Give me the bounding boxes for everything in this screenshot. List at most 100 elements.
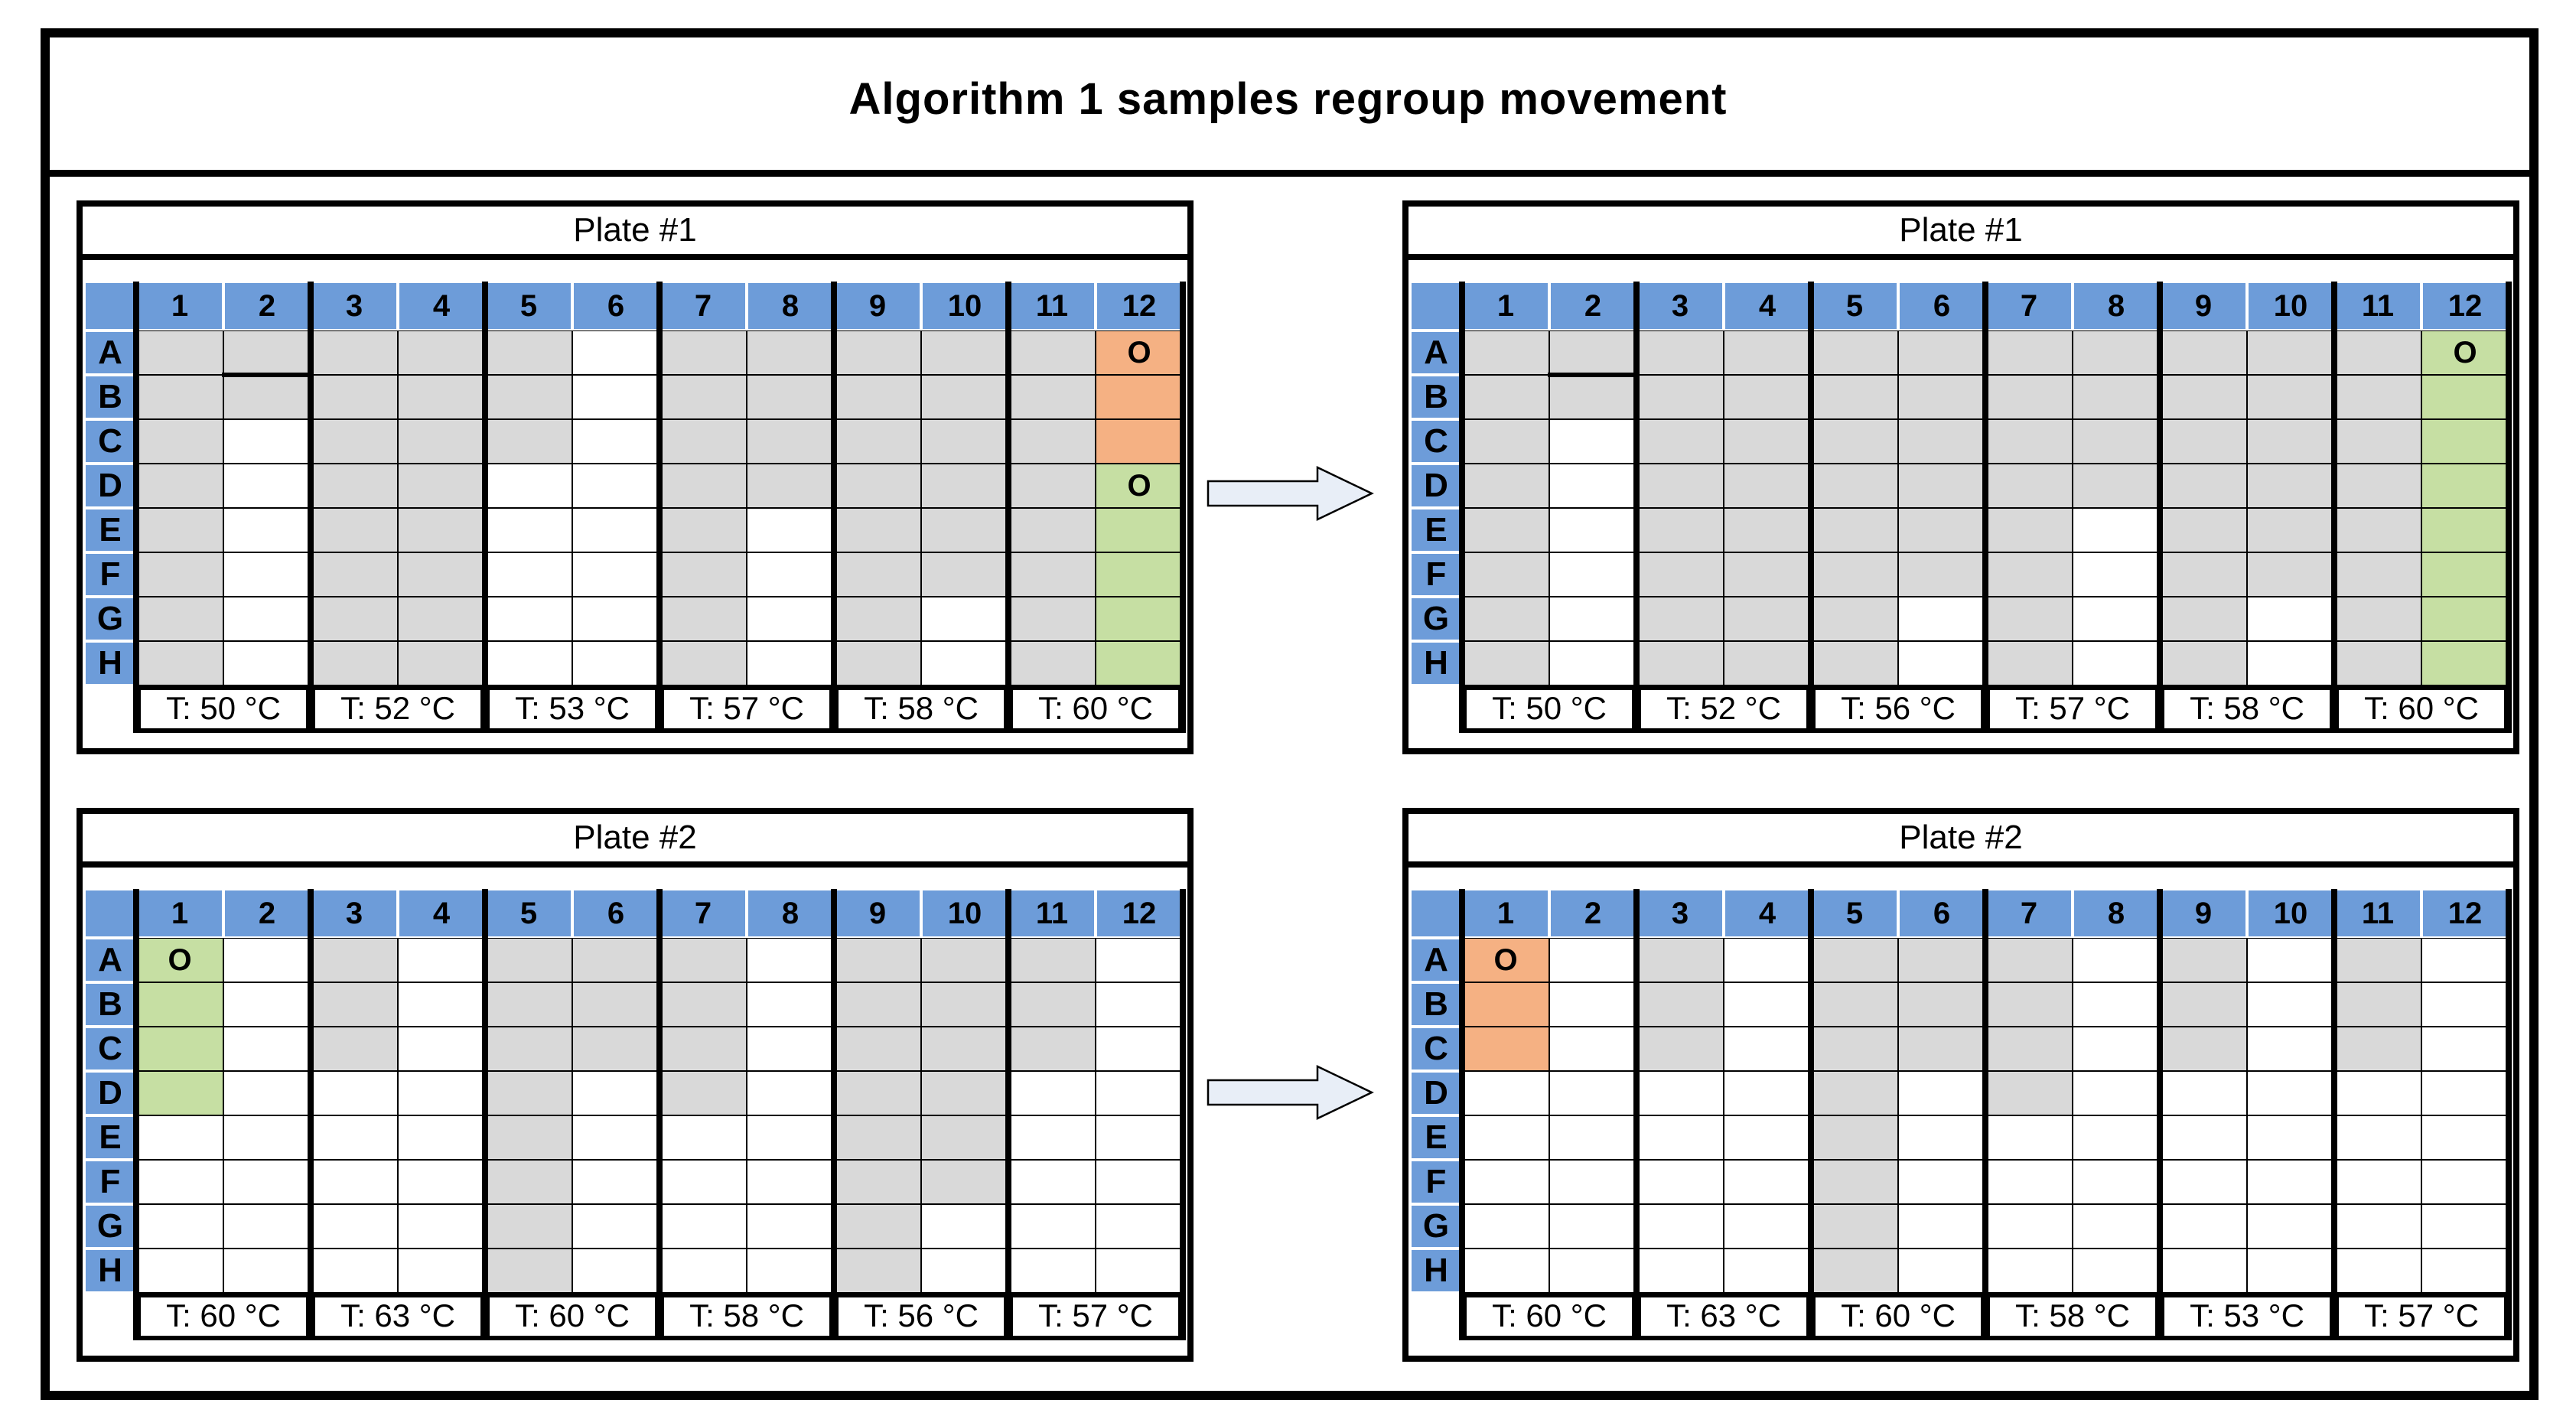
row-header-C: C [1410, 1027, 1462, 1071]
well-C3 [1636, 1027, 1724, 1071]
well-F3 [1636, 552, 1724, 597]
well-B11 [1008, 375, 1096, 419]
well-E1 [136, 508, 223, 552]
well-F7 [1985, 1160, 2073, 1204]
well-B3 [1636, 375, 1724, 419]
well-A4 [398, 938, 485, 982]
plate-title: Plate #2 [1408, 814, 2513, 868]
plate-title: Plate #1 [83, 207, 1187, 260]
well-B5 [1811, 375, 1898, 419]
well-D4 [398, 464, 485, 508]
well-G12 [1096, 1204, 1183, 1249]
well-C4 [398, 1027, 485, 1071]
well-H11 [1008, 1249, 1096, 1293]
well-E11 [1008, 508, 1096, 552]
well-H3 [311, 1249, 398, 1293]
well-G1 [136, 597, 223, 641]
well-A5 [485, 330, 572, 375]
well-F4 [398, 552, 485, 597]
well-A2 [1549, 330, 1636, 375]
well-E11 [1008, 1115, 1096, 1160]
row-header-F: F [84, 1160, 136, 1204]
well-H4 [1724, 1249, 1811, 1293]
row-header-H: H [1410, 1249, 1462, 1293]
well-E10 [2247, 1115, 2334, 1160]
row-header-E: E [1410, 508, 1462, 552]
well-C6 [572, 1027, 659, 1071]
well-E4 [398, 508, 485, 552]
well-C8 [2073, 1027, 2160, 1071]
temperature-label: T: 60 °C [485, 1293, 659, 1340]
well-G6 [572, 597, 659, 641]
column-header-2: 2 [1549, 282, 1636, 330]
temperature-label: T: 60 °C [2334, 685, 2509, 733]
well-C2 [1549, 419, 1636, 464]
well-F2 [1549, 552, 1636, 597]
header-corner-cell [1410, 889, 1462, 938]
well-D10 [2247, 464, 2334, 508]
well-G7 [659, 597, 747, 641]
column-header-1: 1 [1462, 889, 1549, 938]
well-F10 [2247, 552, 2334, 597]
well-H10 [921, 1249, 1008, 1293]
well-D10 [921, 1071, 1008, 1115]
well-D12 [2421, 464, 2509, 508]
row-header-G: G [1410, 597, 1462, 641]
well-H3 [1636, 641, 1724, 685]
well-D12 [1096, 1071, 1183, 1115]
well-G4 [1724, 597, 1811, 641]
well-F12 [1096, 1160, 1183, 1204]
well-A3 [1636, 330, 1724, 375]
temperature-label: T: 53 °C [485, 685, 659, 733]
well-B2 [1549, 375, 1636, 419]
well-H4 [1724, 641, 1811, 685]
well-A3 [1636, 938, 1724, 982]
temperature-label: T: 57 °C [659, 685, 834, 733]
well-G5 [1811, 597, 1898, 641]
group-separator-line [308, 889, 314, 1340]
well-E3 [1636, 1115, 1724, 1160]
well-B4 [398, 982, 485, 1027]
well-E2 [1549, 1115, 1636, 1160]
well-B1 [1462, 375, 1549, 419]
well-A1: O [1462, 938, 1549, 982]
header-corner-cell [84, 282, 136, 330]
well-F1 [1462, 552, 1549, 597]
well-D7 [659, 464, 747, 508]
well-G9 [834, 1204, 921, 1249]
well-C12 [2421, 1027, 2509, 1071]
well-G4 [1724, 1204, 1811, 1249]
row-header-A: A [1410, 938, 1462, 982]
well-E4 [1724, 508, 1811, 552]
well-B6 [572, 982, 659, 1027]
well-F6 [572, 1160, 659, 1204]
well-H7 [1985, 641, 2073, 685]
row-header-F: F [1410, 1160, 1462, 1204]
header-corner-cell [84, 889, 136, 938]
column-header-6: 6 [572, 889, 659, 938]
column-header-9: 9 [834, 889, 921, 938]
well-E5 [1811, 508, 1898, 552]
well-E2 [223, 1115, 311, 1160]
column-header-7: 7 [1985, 889, 2073, 938]
well-F6 [1898, 1160, 1985, 1204]
temperature-label: T: 58 °C [2160, 685, 2334, 733]
well-F5 [485, 552, 572, 597]
last-sample-divider-line [222, 373, 312, 377]
well-C11 [2334, 419, 2421, 464]
well-H3 [311, 641, 398, 685]
well-D11 [1008, 464, 1096, 508]
well-A3 [311, 938, 398, 982]
well-F4 [1724, 552, 1811, 597]
row-header-H: H [1410, 641, 1462, 685]
well-H12 [1096, 641, 1183, 685]
well-G3 [1636, 1204, 1724, 1249]
well-G3 [1636, 597, 1724, 641]
well-G6 [572, 1204, 659, 1249]
well-A1 [136, 330, 223, 375]
temperature-label: T: 56 °C [1811, 685, 1985, 733]
well-G5 [485, 597, 572, 641]
well-B10 [921, 375, 1008, 419]
